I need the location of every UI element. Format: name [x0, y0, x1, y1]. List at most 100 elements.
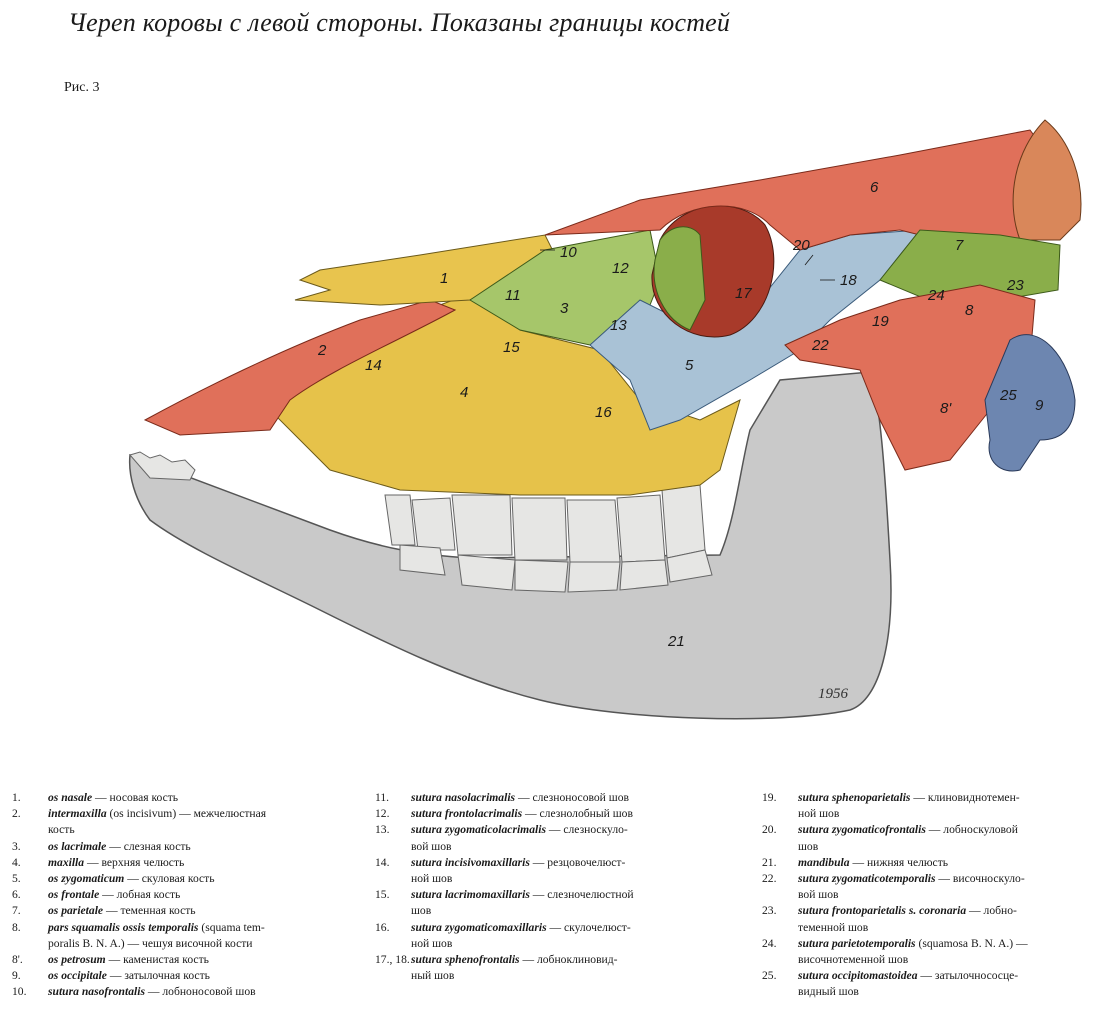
legend-latin-term: os lacrimale [48, 839, 107, 853]
legend-latin-term: sutura sphenofrontalis [411, 953, 520, 967]
legend-text: sutura occipitomastoidea — затылочнососц… [798, 968, 1112, 984]
legend-number [762, 952, 798, 968]
label-8: 8 [965, 302, 974, 319]
legend-text: шов [798, 839, 1112, 855]
legend-text: mandibula — нижняя челюсть [798, 855, 1112, 871]
incisors [129, 451, 196, 481]
label-22: 22 [811, 337, 829, 354]
legend-number: 17., 18. [375, 953, 410, 967]
label-11: 11 [505, 287, 521, 304]
legend-row: 17., 18.sutura sphenofrontalis — лобнокл… [375, 952, 720, 968]
legend-row: 10. sutura nasofrontalis — лобноносовой ш… [12, 984, 352, 1000]
label-1: 1 [440, 270, 448, 287]
legend-number [762, 806, 798, 822]
legend-row: 24.sutura parietotemporalis (squamosa B.… [762, 936, 1112, 952]
legend-number [375, 871, 411, 887]
legend-latin-term: sutura parietotemporalis [798, 936, 916, 950]
legend-row: 23.sutura frontoparietalis s. coronaria … [762, 903, 1112, 919]
legend-latin-term: sutura zygomaticofrontalis [798, 823, 926, 837]
legend-row: кость [12, 822, 352, 838]
legend-number: 14. [375, 855, 390, 869]
label-2: 2 [317, 342, 327, 359]
frontal-bone [544, 129, 1061, 251]
legend-number: 25. [762, 969, 777, 983]
legend-text: sutura zygomaticofrontalis — лобноскулов… [798, 822, 1112, 838]
legend-number [12, 936, 48, 952]
label-4: 4 [460, 384, 468, 401]
legend-russian-term: теменной шов [798, 920, 869, 934]
legend-latin-term: os petrosum [48, 953, 106, 967]
label-5: 5 [685, 357, 694, 374]
legend-text: sutura lacrimomaxillaris — слезночелюстн… [411, 887, 720, 903]
legend-text: sutura frontolacrimalis — слезнолобный ш… [411, 806, 720, 822]
legend-row: 11.sutura nasolacrimalis — слезноносовой… [375, 790, 720, 806]
legend-russian-term: — лобно- [966, 904, 1017, 918]
label-17: 17 [735, 285, 752, 302]
legend-russian-term: — скулочелюст- [546, 920, 631, 934]
legend-text: sutura zygomaticolacrimalis — слезноскул… [411, 822, 720, 838]
skull-illustration: 1 2 3 4 5 6 7 8 8' 9 10 11 12 13 14 15 1… [128, 119, 1082, 720]
legend-latin-term: sutura incisivomaxillaris [411, 855, 530, 869]
legend-row: 21. mandibula — нижняя челюсть [762, 855, 1112, 871]
legend-text: sutura nasofrontalis — лобноносовой шов [48, 984, 352, 1000]
incisive-bone [143, 299, 457, 436]
legend-number [375, 903, 411, 919]
legend-row: 1.os nasale — носовая кость [12, 790, 352, 806]
legend-latin-term: mandibula [798, 855, 850, 869]
legend-number: 6. [12, 888, 21, 902]
legend-number: 1. [12, 791, 21, 804]
legend-text: sutura zygomaticomaxillaris — скулочелюс… [411, 920, 720, 936]
legend-latin-term: sutura zygomaticomaxillaris [411, 920, 547, 934]
legend-number: 5. [12, 872, 21, 886]
legend-number [762, 839, 798, 855]
legend-column-2: 11.sutura nasolacrimalis — слезноносовой… [375, 790, 720, 984]
legend-number [762, 984, 798, 1000]
legend-russian-term: — скуловая кость [124, 872, 215, 886]
legend-row: шов [375, 903, 720, 919]
legend-number: 13. [375, 823, 390, 837]
legend-russian-term: — теменная кость [103, 904, 196, 918]
legend-number: 4. [12, 855, 21, 869]
legend-russian-term: ной шов [798, 807, 840, 821]
legend-russian-term: — слезноскуло- [545, 823, 628, 837]
legend-number: 21. [762, 855, 777, 869]
legend-latin-term: sutura frontolacrimalis [411, 807, 523, 821]
legend-row: видный шов [762, 984, 1112, 1000]
legend-text: os frontale — лобная кость [48, 887, 352, 903]
legend-russian-term: вой шов [798, 888, 839, 902]
legend-row: 3.os lacrimale — слезная кость [12, 839, 352, 855]
label-15: 15 [503, 339, 520, 356]
artist-signature: 1956 [818, 686, 849, 702]
legend-russian-term: — лобная кость [99, 888, 181, 902]
legend-row: височнотеменной шов [762, 952, 1112, 968]
legend-row: 6. os frontale — лобная кость [12, 887, 352, 903]
figure-label: Рис. 3 [64, 80, 100, 95]
legend-russian-term: височнотеменной шов [798, 953, 909, 967]
legend-number: 7. [12, 904, 21, 918]
legend-text: кость [48, 822, 352, 838]
legend-russian-term: вой шов [411, 839, 452, 853]
legend-text: ной шов [411, 936, 720, 952]
legend-text: os occipitale — затылочная кость [48, 968, 352, 984]
legend-number: 20. [762, 823, 777, 837]
legend-row: 7.os parietale — теменная кость [12, 903, 352, 919]
legend-latin-term: sutura nasofrontalis [48, 985, 145, 999]
legend-russian-term: — лобноклиновид- [519, 953, 618, 967]
legend-russian-term: (os incisivum) — межчелюстная [106, 807, 267, 821]
legend-row: 4.maxilla — верхняя челюсть [12, 855, 352, 871]
legend-number: 10. [12, 985, 27, 999]
legend-russian-term: — затылочная кость [106, 969, 210, 983]
legend-row: 8.pars squamalis ossis temporalis (squam… [12, 920, 352, 936]
legend-russian-term: — височноскуло- [935, 872, 1025, 886]
legend-row: 8'.os petrosum — каменистая кость [12, 952, 352, 968]
horn-core [1012, 119, 1082, 241]
label-7: 7 [955, 237, 964, 254]
legend-row: 22.sutura zygomaticotemporalis — височно… [762, 871, 1112, 887]
legend-row: 12. sutura frontolacrimalis — слезнолобны… [375, 806, 720, 822]
legend-russian-term: — каменистая кость [105, 953, 209, 967]
legend-text: видный шов [798, 984, 1112, 1000]
legend-russian-term: — слезная кость [106, 839, 191, 853]
legend-row: ной шов [375, 871, 720, 887]
legend-number: 19. [762, 791, 777, 804]
legend-number: 12. [375, 807, 390, 821]
